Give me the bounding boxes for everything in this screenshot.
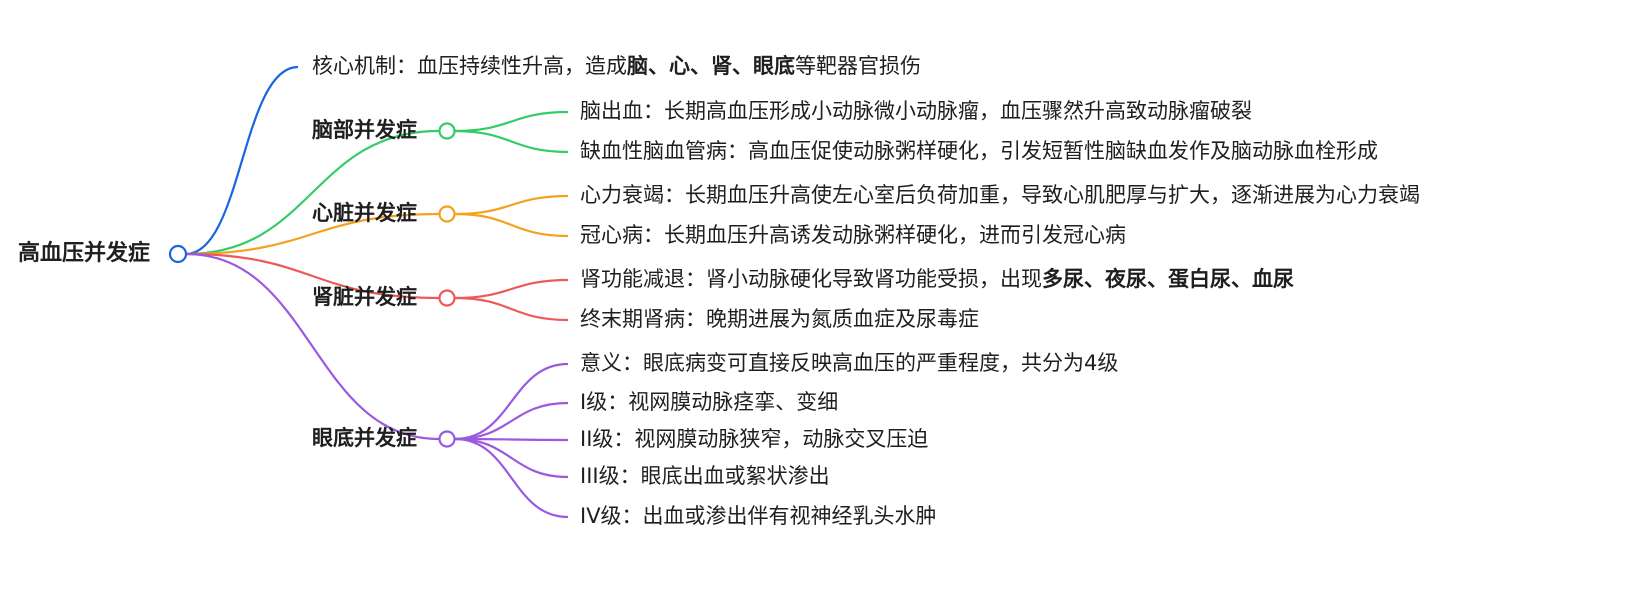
leaf-heart-1: 心力衰竭：长期血压升高使左心室后负荷加重，导致心肌肥厚与扩大，逐渐进展为心力衰竭 <box>580 183 1420 207</box>
edge-fundus-child <box>454 437 569 442</box>
branch-label-kidney: 肾脏并发症 <box>312 285 417 309</box>
text-segment: 核心机制：血压持续性升高，造成 <box>312 54 627 78</box>
branch-node-brain[interactable] <box>438 122 456 140</box>
edge-root-kidney <box>185 252 440 300</box>
leaf-fundus-5: IV级：出血或渗出伴有视神经乳头水肿 <box>580 504 937 528</box>
leaf-fundus-1: 意义：眼底病变可直接反映高血压的严重程度，共分为4级 <box>580 351 1118 375</box>
edge-kidney-child <box>454 296 569 322</box>
edge-fundus-child <box>454 362 569 441</box>
leaf-fundus-3: II级：视网膜动脉狭窄，动脉交叉压迫 <box>580 427 928 451</box>
edge-root-top-note <box>185 65 299 256</box>
text-segment: 等靶器官损伤 <box>795 54 921 78</box>
mindmap-nodes: 高血压并发症核心机制：血压持续性升高，造成脑、心、肾、眼底等靶器官损伤脑部并发症… <box>18 54 1420 528</box>
branch-label-brain: 脑部并发症 <box>312 118 417 142</box>
text-segment: 意义：眼底病变可直接反映高血压的严重程度，共分为4级 <box>580 351 1118 375</box>
leaf-fundus-2: I级：视网膜动脉痉挛、变细 <box>580 390 838 414</box>
leaf-kidney-2: 终末期肾病：晚期进展为氮质血症及尿毒症 <box>580 307 979 331</box>
branch-label-fundus: 眼底并发症 <box>312 426 417 450</box>
edge-fundus-child <box>454 437 569 479</box>
text-segment: 多尿、夜尿、蛋白尿、血尿 <box>1042 267 1294 291</box>
branch-node-fundus[interactable] <box>438 430 456 448</box>
edge-root-heart <box>185 212 440 256</box>
edge-root-fundus <box>185 252 440 441</box>
top-note-text: 核心机制：血压持续性升高，造成脑、心、肾、眼底等靶器官损伤 <box>312 54 921 78</box>
text-segment: 缺血性脑血管病：高血压促使动脉粥样硬化，引发短暂性脑缺血发作及脑动脉血栓形成 <box>580 139 1378 163</box>
text-segment: 冠心病：长期血压升高诱发动脉粥样硬化，进而引发冠心病 <box>580 223 1126 247</box>
leaf-brain-1: 脑出血：长期高血压形成小动脉微小动脉瘤，血压骤然升高致动脉瘤破裂 <box>580 99 1252 123</box>
root-label: 高血压并发症 <box>18 240 150 266</box>
edge-fundus-child <box>454 401 569 441</box>
branch-node-heart[interactable] <box>438 205 456 223</box>
edge-brain-child <box>454 129 569 154</box>
text-segment: 心力衰竭：长期血压升高使左心室后负荷加重，导致心肌肥厚与扩大，逐渐进展为心力衰竭 <box>580 183 1420 207</box>
leaf-fundus-4: III级：眼底出血或絮状渗出 <box>580 464 830 488</box>
edge-heart-child <box>454 194 569 216</box>
leaf-kidney-1: 肾功能减退：肾小动脉硬化导致肾功能受损，出现多尿、夜尿、蛋白尿、血尿 <box>580 267 1294 291</box>
branch-node-kidney[interactable] <box>438 289 456 307</box>
text-segment: 脑出血：长期高血压形成小动脉微小动脉瘤，血压骤然升高致动脉瘤破裂 <box>580 99 1252 123</box>
text-segment: 脑、心、肾、眼底 <box>627 54 795 78</box>
text-segment: 肾功能减退：肾小动脉硬化导致肾功能受损，出现 <box>580 267 1042 291</box>
edge-heart-child <box>454 212 569 238</box>
text-segment: II级：视网膜动脉狭窄，动脉交叉压迫 <box>580 427 928 451</box>
mindmap-edges <box>185 65 569 519</box>
edge-kidney-child <box>454 278 569 300</box>
edge-brain-child <box>454 110 569 133</box>
text-segment: I级：视网膜动脉痉挛、变细 <box>580 390 838 414</box>
edge-root-brain <box>185 129 440 256</box>
text-segment: III级：眼底出血或絮状渗出 <box>580 464 830 488</box>
root-node-circle[interactable] <box>168 244 188 264</box>
edge-fundus-child <box>454 437 569 519</box>
text-segment: IV级：出血或渗出伴有视神经乳头水肿 <box>580 504 937 528</box>
leaf-heart-2: 冠心病：长期血压升高诱发动脉粥样硬化，进而引发冠心病 <box>580 223 1126 247</box>
leaf-brain-2: 缺血性脑血管病：高血压促使动脉粥样硬化，引发短暂性脑缺血发作及脑动脉血栓形成 <box>580 139 1378 163</box>
text-segment: 终末期肾病：晚期进展为氮质血症及尿毒症 <box>580 307 979 331</box>
branch-label-heart: 心脏并发症 <box>312 201 417 225</box>
